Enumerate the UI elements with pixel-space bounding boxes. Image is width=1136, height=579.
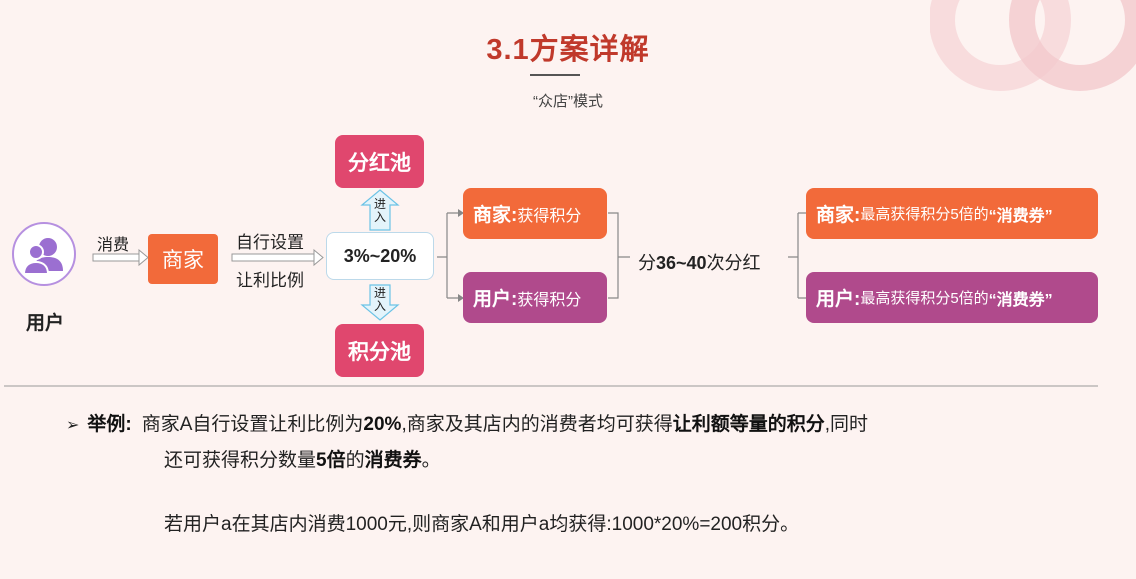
dividend-count-text: 分36~40次分红 xyxy=(638,249,761,275)
example-label: 举例: xyxy=(87,414,132,435)
example-bold: 5倍 xyxy=(316,450,346,471)
ratio-label: 3%~20% xyxy=(343,245,417,266)
dividend-count-number: 36~40 xyxy=(656,253,707,273)
example-text: 商家A自行设置让利比例为 xyxy=(141,414,364,435)
points-pool-node: 积分池 xyxy=(335,324,424,377)
title-divider xyxy=(530,74,580,76)
user-gain-bold: 用户: xyxy=(473,289,518,310)
example-text: 。 xyxy=(421,450,441,471)
merchant-result-node: 商家: 最高获得积分5倍的 “消费券” xyxy=(806,188,1098,239)
points-pool-label: 积分池 xyxy=(348,340,411,364)
enter-down-label: 进入 xyxy=(373,286,386,313)
example-line-3: 若用户a在其店内消费1000元,则商家A和用户a均获得:1000*20%=200… xyxy=(164,514,800,535)
dividend-pool-label: 分红池 xyxy=(348,151,411,175)
example-text: ,商家及其店内的消费者均可获得 xyxy=(401,414,673,435)
enter-up-label: 进入 xyxy=(373,197,386,224)
merchant-result-quote: “消费券” xyxy=(988,207,1053,225)
user-result-node: 用户: 最高获得积分5倍的 “消费券” xyxy=(806,272,1098,323)
decorative-rings xyxy=(930,0,1136,91)
merchant-gain-bold: 商家: xyxy=(473,205,518,226)
page-subtitle: “众店”模式 xyxy=(533,93,603,110)
user-result-quote: “消费券” xyxy=(988,291,1053,309)
dividend-pool-node: 分红池 xyxy=(335,135,424,188)
dividend-count-pre: 分 xyxy=(638,253,656,273)
example-text: 的 xyxy=(345,450,365,471)
example-line-1: ➢ 举例: 商家A自行设置让利比例为20%,商家及其店内的消费者均可获得让利额等量的… xyxy=(66,408,868,443)
user-label: 用户 xyxy=(26,313,65,334)
merchant-gain-node: 商家: 获得积分 xyxy=(463,188,607,239)
merchant-result-bold: 商家: xyxy=(816,205,861,226)
dividend-count-post: 次分红 xyxy=(706,253,761,273)
merchant-node: 商家 xyxy=(148,234,218,284)
right-arrow-icon xyxy=(92,248,149,267)
bullet-arrow-icon: ➢ xyxy=(66,417,80,434)
user-gain-text: 获得积分 xyxy=(517,291,582,309)
user-avatar xyxy=(12,222,76,286)
example-bold: 20% xyxy=(363,414,402,435)
example-bold: 让利额等量的积分 xyxy=(672,414,825,435)
example-text: 还可获得积分数量 xyxy=(164,450,317,471)
example-line-2: 还可获得积分数量5倍的消费券。 xyxy=(164,444,441,478)
self-set-label-1: 自行设置 xyxy=(236,233,304,252)
user-group-icon xyxy=(22,238,63,275)
ratio-node: 3%~20% xyxy=(326,232,434,280)
user-gain-node: 用户: 获得积分 xyxy=(463,272,607,323)
down-arrow-icon xyxy=(360,284,400,321)
consume-label: 消费 xyxy=(97,237,130,254)
example-text: ,同时 xyxy=(824,414,869,435)
user-result-text: 最高获得积分5倍的 xyxy=(860,290,989,307)
page-title: 3.1方案详解 xyxy=(486,34,650,66)
merchant-gain-text: 获得积分 xyxy=(517,207,582,225)
example-bold: 消费券 xyxy=(364,450,422,471)
merchant-result-text: 最高获得积分5倍的 xyxy=(860,206,989,223)
up-arrow-icon xyxy=(360,189,400,231)
self-set-label-2: 让利比例 xyxy=(236,271,304,290)
right-arrow-icon xyxy=(231,248,324,267)
user-result-bold: 用户: xyxy=(816,289,861,310)
merchant-node-label: 商家 xyxy=(162,249,204,272)
